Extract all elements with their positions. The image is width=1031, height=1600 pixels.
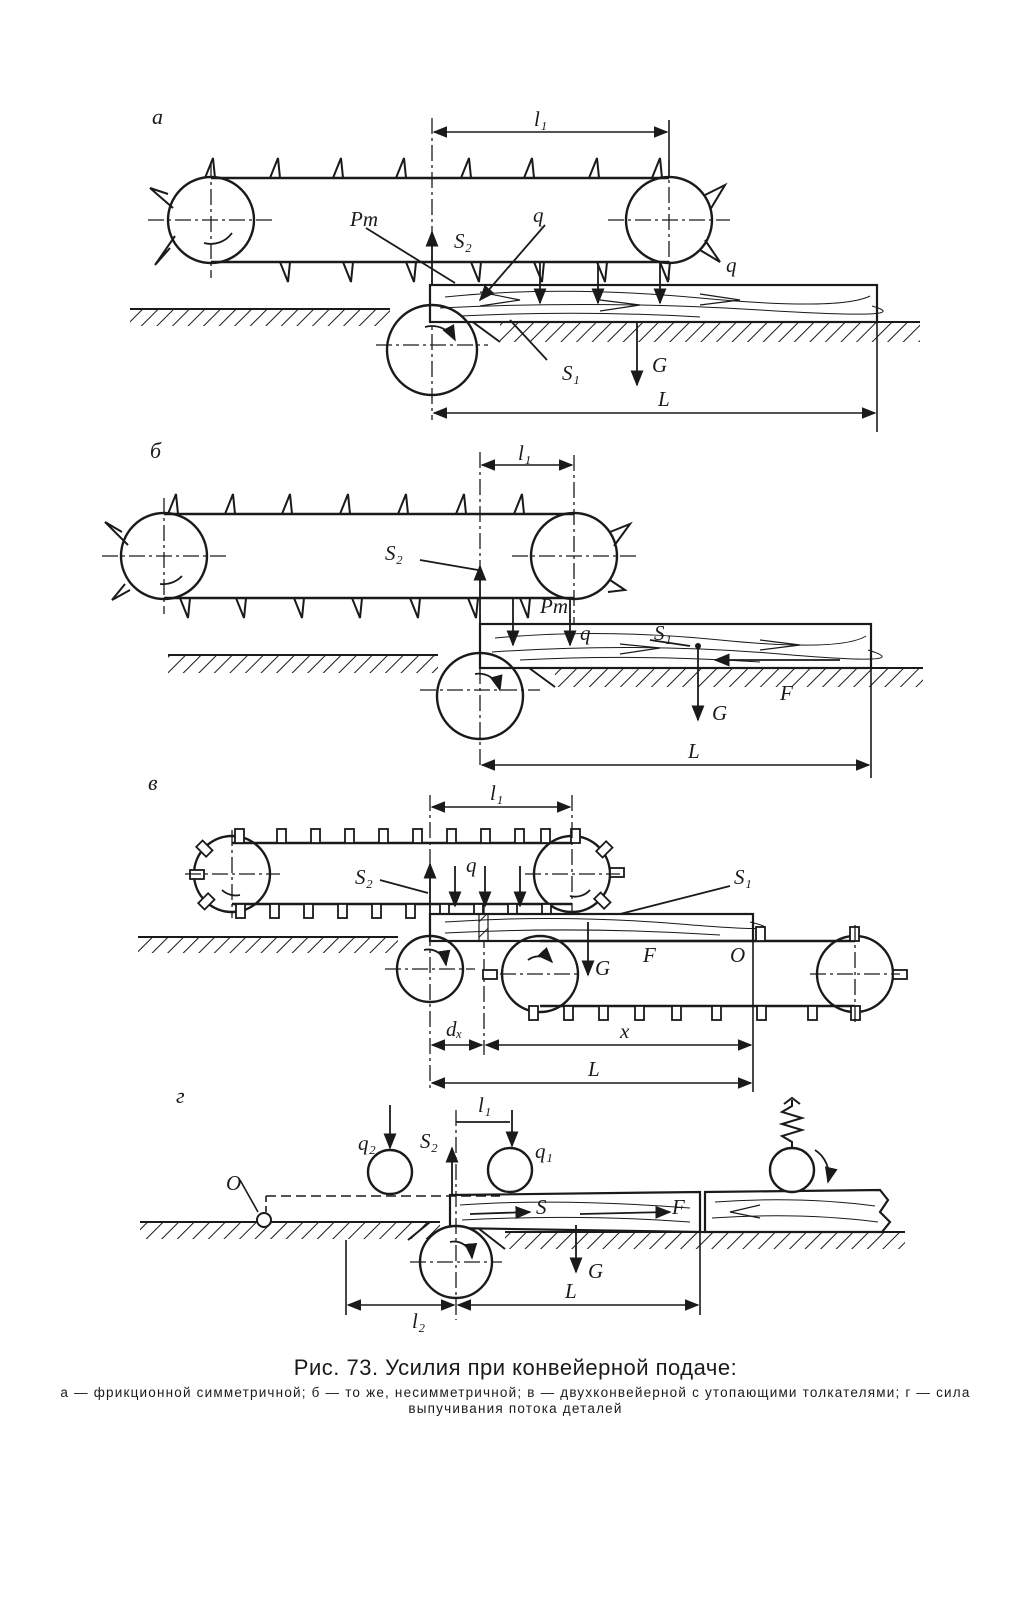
panel-b-label-pt: Pт (539, 594, 568, 618)
panel-g-roller-spring (768, 1146, 816, 1194)
panel-v: в (138, 770, 908, 1092)
figure-caption: Рис. 73. Усилия при конвейерной подаче: … (60, 1355, 971, 1417)
panel-g-label-s: S (536, 1195, 547, 1219)
panel-a-label-s1: S₁ (562, 361, 580, 385)
panel-g-roller-q1 (486, 1146, 534, 1194)
panel-a-dim-l (432, 322, 878, 432)
panel-v-label-l: L (587, 1057, 600, 1081)
panel-g-pivot-o (256, 1212, 272, 1228)
panel-a: а l₁ (130, 104, 920, 432)
panel-g-rollers (366, 1146, 838, 1300)
panel-v-workpiece (428, 912, 765, 943)
panel-g-spring (778, 1100, 806, 1148)
panel-v-label-dx: dₓ (446, 1017, 462, 1041)
panel-g-spring-cap (783, 1096, 801, 1105)
panel-g-label-l: L (564, 1279, 577, 1303)
panel-b-force-point (695, 643, 701, 649)
panel-v-label-s2: S₂ (355, 865, 373, 889)
panel-g-letter: г (176, 1083, 185, 1108)
panel-v-letter: в (148, 770, 158, 795)
panel-g-linkage (239, 1179, 500, 1213)
panel-b-letter: б (150, 438, 162, 463)
panel-a-label-s2: S₂ (454, 229, 472, 253)
panel-g-label-g: G (588, 1259, 603, 1283)
panel-g-forces (383, 1105, 672, 1274)
panel-a-dim-l1 (432, 120, 670, 178)
panel-a-center-lines (148, 118, 730, 420)
panel-b-workpiece (478, 622, 883, 670)
panel-b-label-g: G (712, 701, 727, 725)
panel-a-forces (365, 224, 667, 387)
panel-g-dims (345, 1232, 701, 1315)
panel-a-label-g: G (652, 353, 667, 377)
panel-v-center-lines (185, 795, 620, 1090)
panel-v-forces (379, 862, 731, 977)
panel-v-label-f: F (642, 943, 656, 967)
panel-g-label-l2: l₂ (412, 1309, 425, 1333)
panel-b-lower-roller (435, 651, 525, 741)
panel-a-label-pt: Pт (349, 207, 378, 231)
panel-v-label-s1: S₁ (734, 865, 752, 889)
panel-g-center-lines (410, 1110, 502, 1320)
panel-v-label-x: x (619, 1019, 630, 1043)
panel-v-label-q: q (466, 853, 477, 877)
panel-g: г (140, 1083, 905, 1333)
panel-g-label-f: F (671, 1195, 685, 1219)
panel-a-lower-roller (385, 303, 479, 397)
panel-v-label-g: G (595, 956, 610, 980)
panel-v-ground (138, 936, 398, 953)
panel-b-forces (419, 559, 840, 722)
panel-b-label-f: F (779, 681, 793, 705)
panel-a-workpiece (428, 283, 884, 324)
panel-v-label-l1: l₁ (490, 781, 503, 805)
caption-body: а — фрикционной симметричной; б — то же,… (60, 1385, 971, 1416)
panel-b-label-q: q (580, 621, 591, 645)
panel-a-label-l1: l₁ (534, 107, 547, 131)
panel-b-ground (168, 654, 923, 688)
panel-b: б l₁ (102, 438, 923, 778)
panel-g-label-s2: S₂ (420, 1129, 438, 1153)
panel-a-label-q-right: q (726, 253, 737, 277)
panel-a-label-q: q (533, 203, 544, 227)
panel-g-roller-q2 (366, 1148, 414, 1196)
panel-g-workpiece (448, 1188, 892, 1234)
caption-title: Рис. 73. Усилия при конвейерной подаче: (293, 1355, 738, 1380)
panel-a-ground (130, 308, 920, 343)
panel-b-label-l: L (687, 739, 700, 763)
panel-v-label-o: O (730, 943, 745, 967)
panel-b-label-s2: S₂ (385, 541, 403, 565)
panel-v-upper-pushers (189, 828, 625, 919)
panel-b-dim-l (480, 668, 872, 778)
panel-a-letter: а (152, 104, 163, 129)
panel-g-label-q2: q₂ (358, 1131, 376, 1155)
panel-g-label-q1: q₁ (535, 1139, 553, 1163)
panel-a-label-l: L (657, 387, 670, 411)
panel-v-lower-center-lines (500, 925, 900, 1022)
panel-g-label-l1: l₁ (478, 1093, 491, 1117)
panel-b-label-s1: S₁ (654, 621, 672, 645)
panel-b-label-l1: l₁ (518, 441, 531, 465)
panel-g-label-o: O (226, 1171, 241, 1195)
panel-v-dims (430, 941, 754, 1092)
